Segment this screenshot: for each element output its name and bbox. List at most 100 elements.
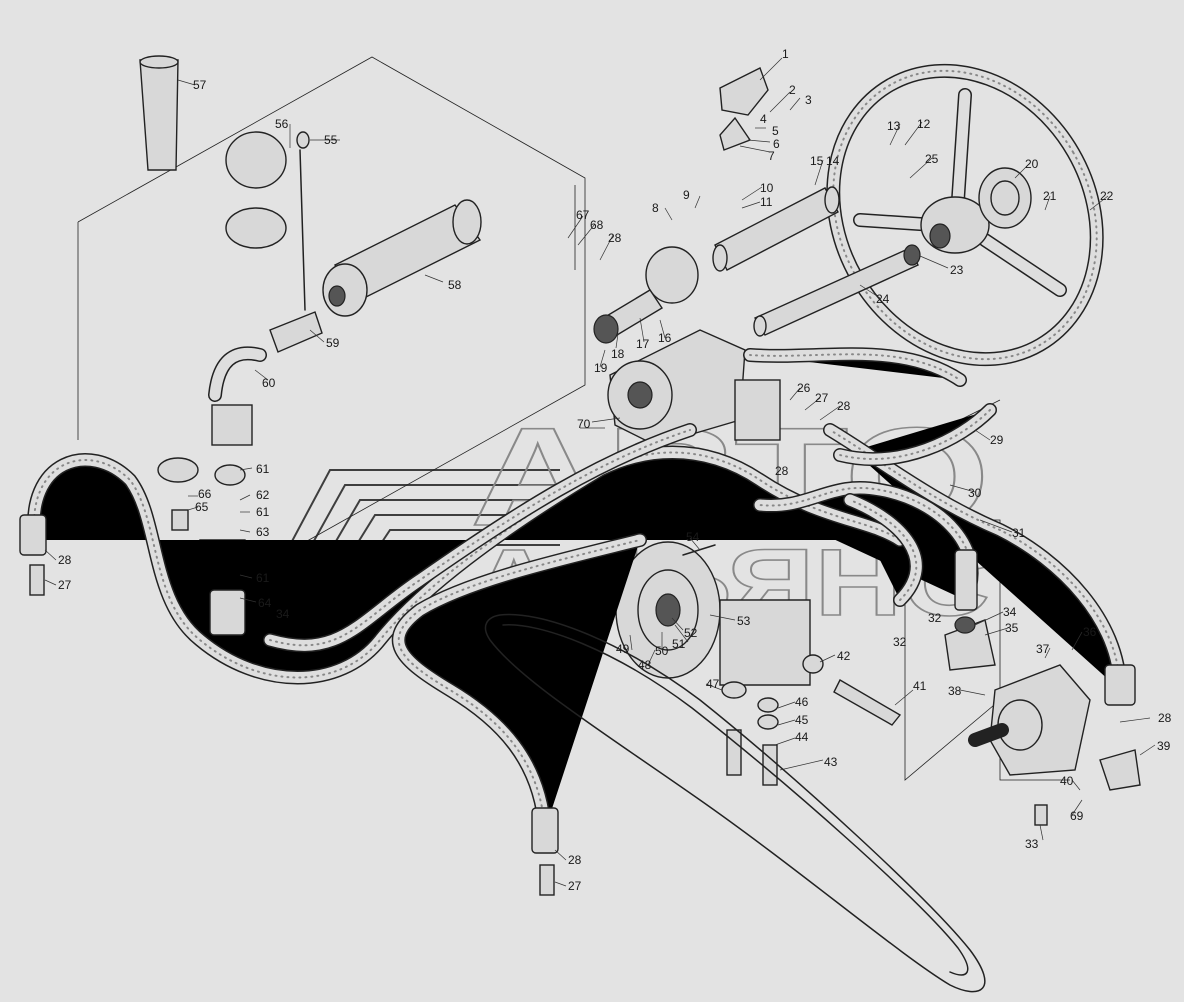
callout-12: 12 <box>917 117 931 131</box>
oil-filter <box>322 199 482 317</box>
elbow-fitting-39 <box>1099 749 1141 791</box>
lever-handle <box>719 67 769 151</box>
callout-29: 29 <box>990 433 1004 447</box>
callout-49: 49 <box>616 642 630 656</box>
callout-14: 14 <box>826 154 840 168</box>
callout-45: 45 <box>795 713 809 727</box>
callout-24: 24 <box>876 292 890 306</box>
callout-61-upper: 61 <box>256 462 270 476</box>
callout-48: 48 <box>638 658 652 672</box>
callout-55: 55 <box>324 133 338 147</box>
callout-27-valve: 27 <box>815 391 829 405</box>
callout-2: 2 <box>789 83 796 97</box>
callout-59: 59 <box>326 336 340 350</box>
callout-5: 5 <box>772 124 779 138</box>
callout-1: 1 <box>782 47 789 61</box>
callout-51: 51 <box>672 637 686 651</box>
callout-58: 58 <box>448 278 462 292</box>
steering-valve-body <box>593 246 781 446</box>
dipstick <box>296 131 310 311</box>
callout-43: 43 <box>824 755 838 769</box>
callout-7: 7 <box>768 149 775 163</box>
callout-18: 18 <box>611 347 625 361</box>
callout-46: 46 <box>795 695 809 709</box>
bolts <box>29 544 1048 896</box>
callout-9: 9 <box>683 188 690 202</box>
callout-28-valve: 28 <box>837 399 851 413</box>
strainer-screen <box>139 55 179 171</box>
callout-61-lower: 61 <box>256 571 270 585</box>
callout-8: 8 <box>652 201 659 215</box>
callout-3: 3 <box>805 93 812 107</box>
callout-11: 11 <box>760 195 773 209</box>
callout-22: 22 <box>1100 189 1114 203</box>
callout-53: 53 <box>737 614 751 628</box>
steering-hub <box>978 167 1032 229</box>
callout-19: 19 <box>594 361 608 375</box>
callout-labels: 1 2 3 4 5 6 7 8 9 10 11 12 13 14 15 16 1… <box>58 47 1172 893</box>
callout-21: 21 <box>1043 189 1057 203</box>
callout-28-left: 28 <box>58 553 72 567</box>
steering-shaft <box>753 244 921 337</box>
callout-65: 65 <box>195 500 209 514</box>
callout-60: 60 <box>262 376 276 390</box>
callout-17: 17 <box>636 337 650 351</box>
callout-61-mid: 61 <box>256 505 270 519</box>
callout-10: 10 <box>760 181 774 195</box>
callout-26: 26 <box>797 381 811 395</box>
callout-37: 37 <box>1036 642 1050 656</box>
union-59 <box>269 311 323 353</box>
callout-13: 13 <box>887 119 901 133</box>
reservoir-cap <box>225 131 287 249</box>
callout-33: 33 <box>1025 837 1039 851</box>
callout-6: 6 <box>773 137 780 151</box>
callout-54: 54 <box>686 530 700 544</box>
callout-27-left: 27 <box>58 578 72 592</box>
gear-pump <box>968 664 1091 776</box>
callout-47: 47 <box>706 677 720 691</box>
callout-68: 68 <box>590 218 604 232</box>
callout-64: 64 <box>258 596 272 610</box>
tee-fitting <box>944 616 996 671</box>
hose-end-fittings <box>19 514 1136 854</box>
callout-31: 31 <box>1012 526 1026 540</box>
callout-16: 16 <box>658 331 672 345</box>
callout-52: 52 <box>684 626 698 640</box>
callout-20: 20 <box>1025 157 1039 171</box>
column-tube <box>712 186 840 272</box>
callout-40: 40 <box>1060 774 1074 788</box>
callout-39: 39 <box>1157 739 1171 753</box>
callout-42: 42 <box>837 649 851 663</box>
callout-62: 62 <box>256 488 270 502</box>
callout-70: 70 <box>577 417 591 431</box>
callout-38: 38 <box>948 684 962 698</box>
callout-27-bottom: 27 <box>568 879 582 893</box>
callout-36: 36 <box>1083 625 1097 639</box>
callout-63: 63 <box>256 525 270 539</box>
leader-lines <box>44 57 1156 887</box>
callout-32-lower: 32 <box>893 635 907 649</box>
callout-28-mid: 28 <box>775 464 789 478</box>
callout-67: 67 <box>576 208 590 222</box>
callout-34-left: 34 <box>276 607 290 621</box>
callout-32-upper: 32 <box>928 611 942 625</box>
callout-30: 30 <box>968 486 982 500</box>
callout-28-bottom: 28 <box>568 853 582 867</box>
callout-28-top: 28 <box>608 231 622 245</box>
callout-34-right: 34 <box>1003 605 1017 619</box>
callout-44: 44 <box>795 730 809 744</box>
callout-35: 35 <box>1005 621 1019 635</box>
elbow-60 <box>208 346 267 402</box>
callout-66: 66 <box>198 487 212 501</box>
callout-69: 69 <box>1070 809 1084 823</box>
callout-15: 15 <box>810 154 824 168</box>
callout-28-right: 28 <box>1158 711 1172 725</box>
callout-50: 50 <box>655 644 669 658</box>
callout-4: 4 <box>760 112 767 126</box>
callout-41: 41 <box>913 679 927 693</box>
callout-57: 57 <box>193 78 207 92</box>
callout-56: 56 <box>275 117 289 131</box>
callout-25: 25 <box>925 152 939 166</box>
